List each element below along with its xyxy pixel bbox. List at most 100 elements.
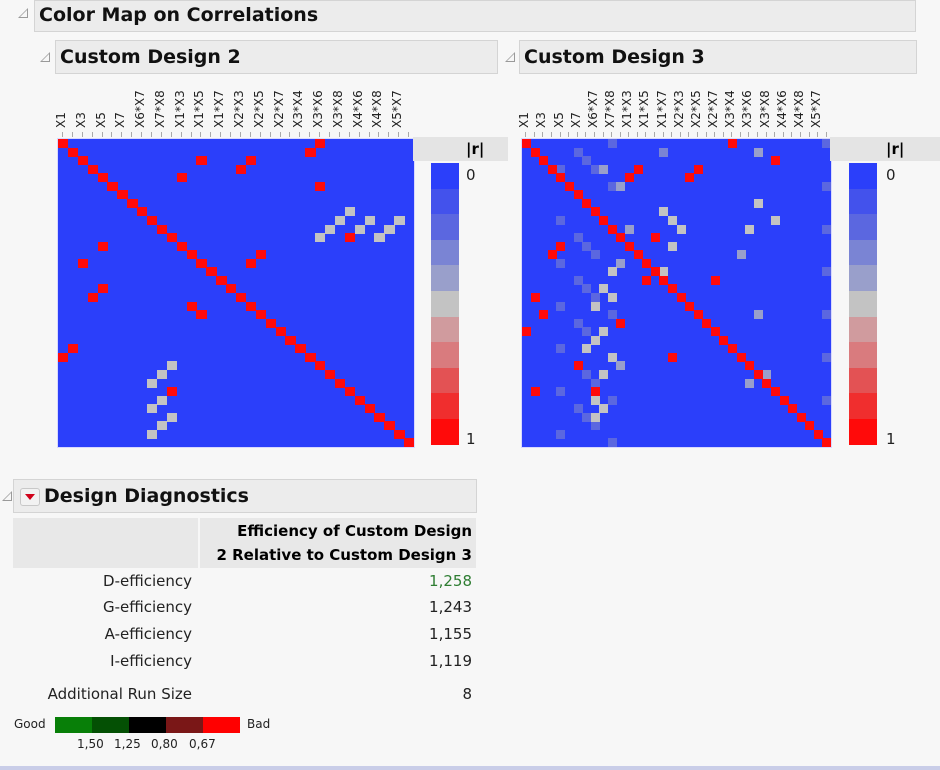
heatmap-cell (582, 198, 592, 208)
column-label: X1 (517, 112, 532, 128)
heatmap-cell (710, 275, 720, 285)
row-value: 1,119 (429, 652, 472, 670)
collapse-triangle-icon[interactable] (2, 491, 12, 501)
panel-header-design-3[interactable]: Custom Design 3 (519, 40, 917, 74)
heatmap-cell (590, 378, 600, 388)
column-label: X2*X5 (688, 90, 703, 128)
color-map-title: Color Map on Correlations (39, 4, 319, 26)
heatmap-cell (522, 139, 532, 149)
heatmap-cell (530, 293, 540, 303)
heatmap-cell (607, 224, 617, 234)
axis-tick (731, 132, 733, 137)
axis-tick (398, 132, 400, 137)
axis-tick (774, 132, 776, 137)
heatmap-cell (384, 224, 395, 234)
axis-tick (525, 132, 527, 137)
legend-swatch (849, 367, 877, 394)
axis-tick (585, 132, 587, 137)
heatmap-cell (245, 156, 257, 166)
column-label: X1*X5 (637, 90, 652, 128)
column-label: X5 (551, 112, 566, 128)
heatmap-cell (107, 181, 118, 191)
heatmap-cell (384, 421, 395, 431)
heatmap-cell (556, 387, 566, 397)
heatmap-cell (127, 198, 138, 208)
heatmap-cell (556, 241, 566, 251)
heatmap-cell (67, 147, 79, 157)
heatmap-cell (186, 301, 197, 311)
heatmap-cell (659, 275, 669, 285)
heatmap-cell (117, 190, 128, 200)
column-label: X3*X4 (291, 90, 306, 128)
heatmap-cell (659, 207, 669, 217)
column-label: X2*X5 (251, 90, 266, 128)
heatmap-cell (667, 241, 677, 251)
correlation-heatmap-design-2[interactable] (57, 138, 415, 448)
heatmap-cell (236, 164, 247, 174)
legend-swatch (849, 393, 877, 419)
heatmap-cell (779, 395, 789, 405)
heatmap-cell (736, 352, 746, 362)
axis-tick (190, 132, 192, 137)
heatmap-cell (325, 370, 336, 380)
axis-tick (722, 132, 724, 137)
column-label: X1 (53, 112, 68, 128)
legend-swatch (849, 188, 877, 215)
legend-swatch (849, 316, 877, 343)
correlation-heatmap-design-3[interactable] (521, 138, 832, 448)
legend-swatch (849, 163, 877, 189)
heatmap-cell (364, 404, 375, 414)
heatmap-cell (325, 224, 336, 234)
collapse-triangle-icon[interactable] (40, 52, 50, 62)
heatmap-cell (736, 250, 746, 260)
design-diagnostics-title: Design Diagnostics (44, 485, 249, 507)
heatmap-cell (582, 327, 592, 337)
heatmap-cell (573, 404, 583, 414)
heatmap-cell (582, 370, 592, 380)
heatmap-cell (522, 327, 532, 337)
table-header: Efficiency of Custom Design 2 Relative t… (200, 518, 476, 568)
legend-header: |r| (886, 140, 905, 158)
legend-swatch (849, 290, 877, 317)
heatmap-cell (659, 267, 669, 277)
axis-tick (150, 132, 152, 137)
design-diagnostics-header[interactable]: Design Diagnostics (13, 479, 477, 513)
heatmap-cell (822, 267, 832, 277)
heatmap-cell (556, 173, 566, 183)
heatmap-cell (745, 224, 755, 234)
column-label: X1*X7 (654, 90, 669, 128)
heatmap-cell (77, 156, 89, 166)
collapse-triangle-icon[interactable] (18, 8, 28, 18)
heatmap-cell (394, 216, 405, 226)
heatmap-cell (255, 250, 267, 260)
scale-tick: 1,25 (114, 737, 141, 751)
axis-tick (121, 132, 123, 137)
heatmap-cell (582, 412, 592, 422)
red-triangle-menu-icon[interactable] (20, 488, 40, 506)
heatmap-cell (285, 335, 296, 345)
heatmap-cell (236, 293, 247, 303)
heatmap-cell (147, 429, 158, 439)
column-label: X4*X8 (370, 90, 385, 128)
axis-tick (542, 132, 544, 137)
heatmap-cell (166, 412, 178, 422)
heatmap-cell (556, 301, 566, 311)
axis-tick (662, 132, 664, 137)
panel-header-design-2[interactable]: Custom Design 2 (55, 40, 498, 74)
heatmap-cell (275, 327, 286, 337)
heatmap-cell (590, 421, 600, 431)
column-label: X1*X5 (192, 90, 207, 128)
color-map-header[interactable]: Color Map on Correlations (34, 0, 916, 32)
axis-tick (210, 132, 212, 137)
efficiency-color-scale (55, 717, 240, 733)
heatmap-cell (556, 164, 566, 174)
axis-tick (696, 132, 698, 137)
heatmap-cell (745, 361, 755, 371)
heatmap-cell (788, 404, 798, 414)
axis-tick (551, 132, 553, 137)
axis-tick (568, 132, 570, 137)
axis-tick (671, 132, 673, 137)
collapse-triangle-icon[interactable] (505, 52, 515, 62)
axis-tick (757, 132, 759, 137)
heatmap-cell (315, 233, 326, 243)
